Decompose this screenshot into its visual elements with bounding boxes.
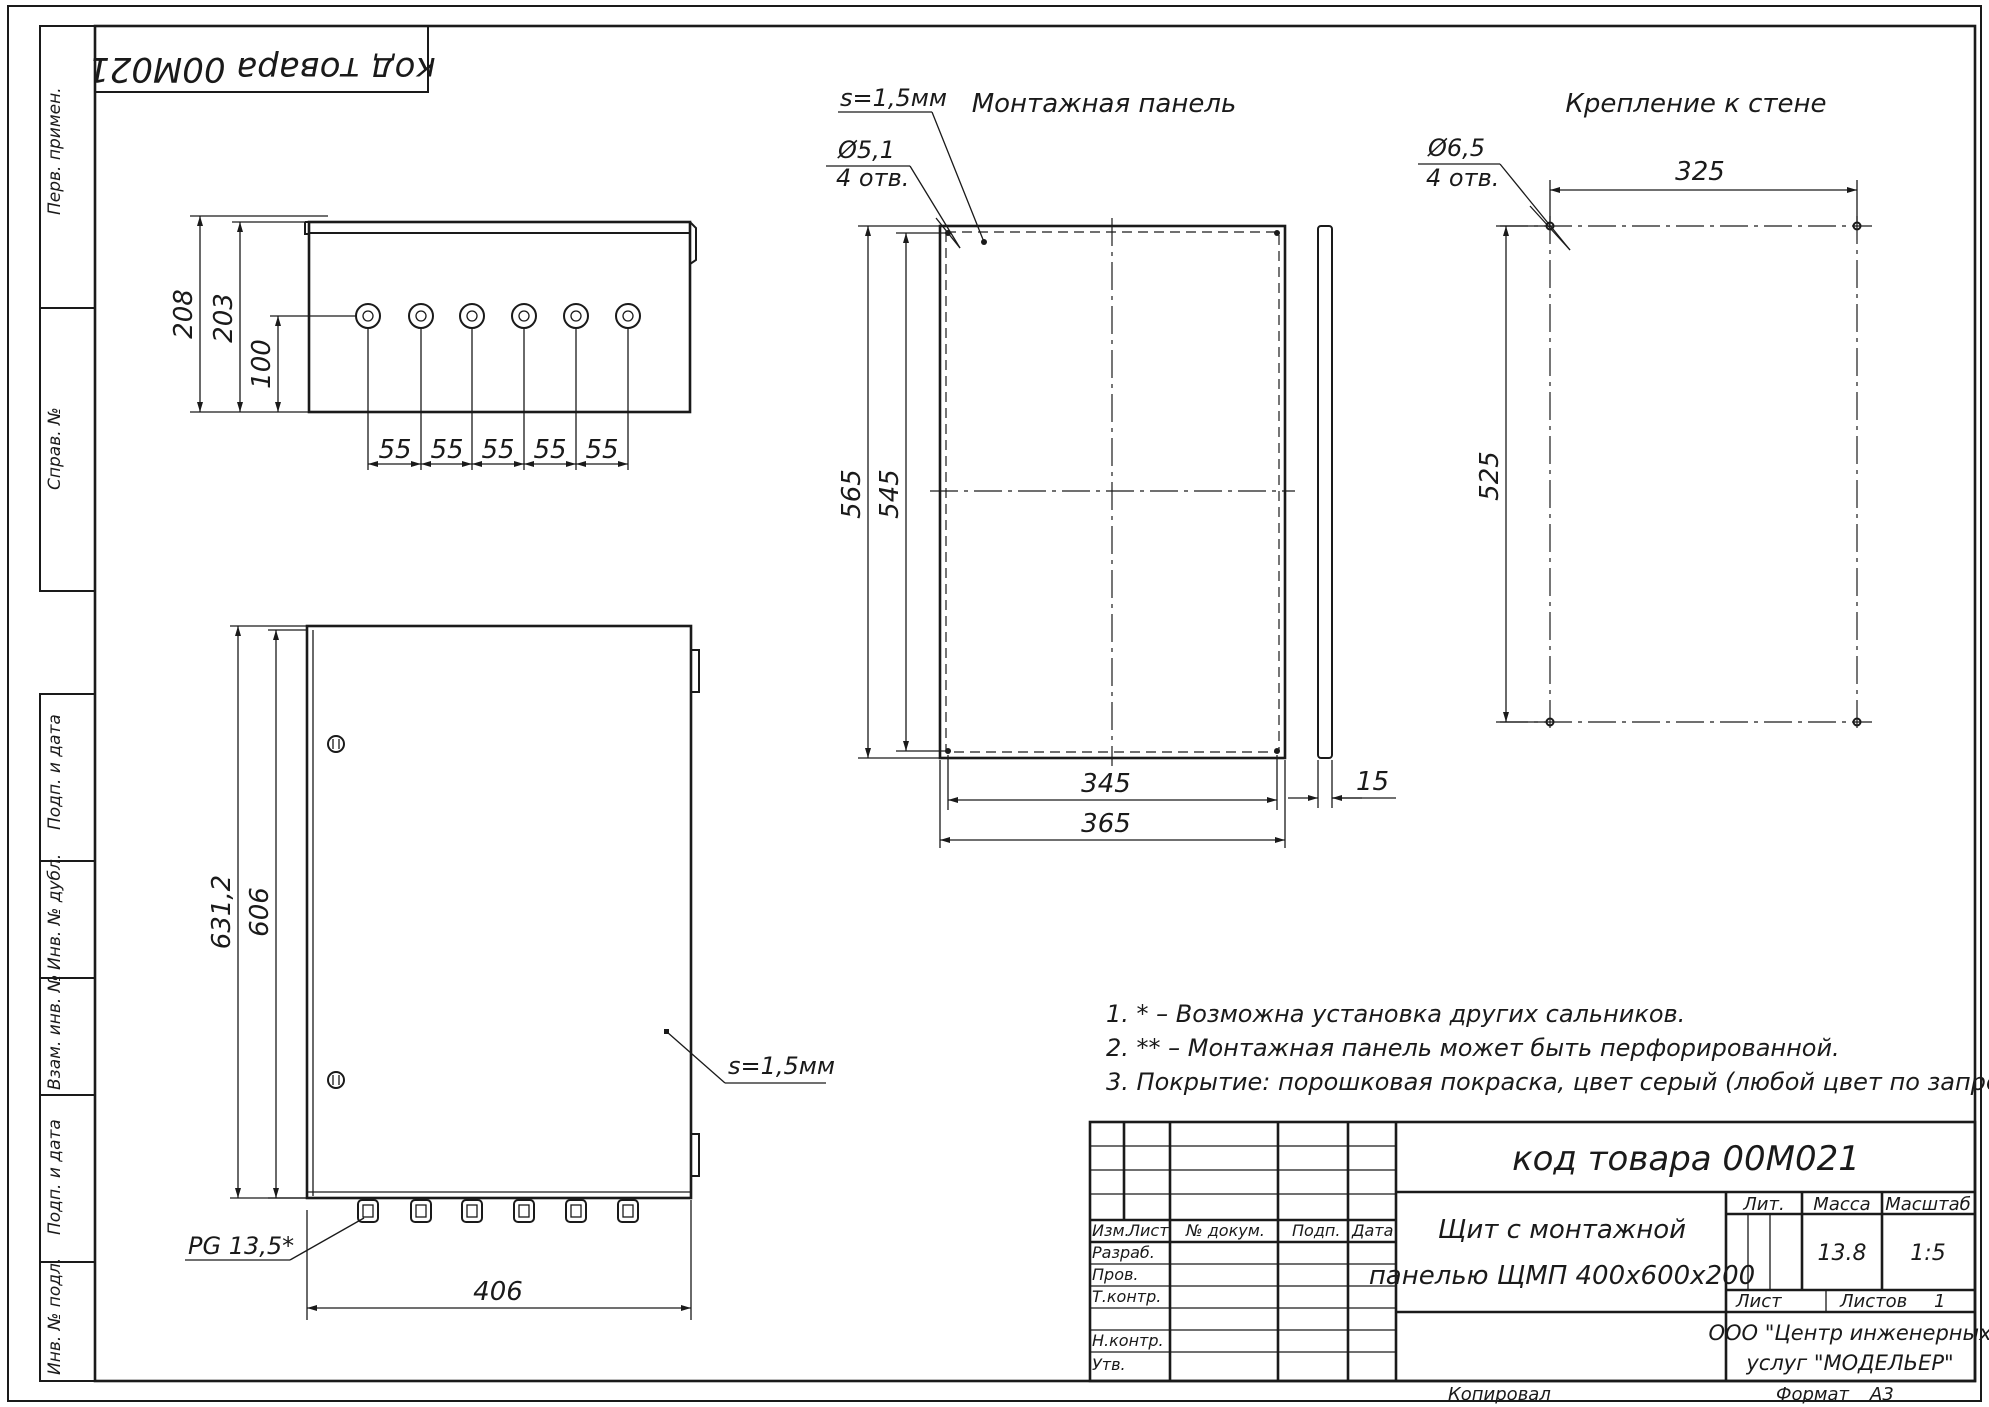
role-tkontr: Т.контр. bbox=[1092, 1287, 1161, 1306]
side-label-perv: Перв. примен. bbox=[45, 87, 65, 215]
side-label-inv-podl: Инв. № подл. bbox=[45, 1258, 65, 1375]
col-data: Дата bbox=[1351, 1221, 1393, 1240]
dim-pitch-5: 55 bbox=[585, 435, 618, 465]
note-1: 1. * – Возможна установка других сальник… bbox=[1106, 1000, 1685, 1028]
wall-mount-hole-count: 4 отв. bbox=[1426, 164, 1499, 192]
technical-notes: 1. * – Возможна установка других сальник… bbox=[1106, 1000, 1989, 1096]
dim-606: 606 bbox=[245, 887, 275, 937]
org-line-2: услуг "МОДЕЛЬЕР" bbox=[1745, 1351, 1953, 1375]
mass-value: 13.8 bbox=[1818, 1241, 1867, 1266]
dim-325: 325 bbox=[1675, 157, 1725, 187]
mount-panel-view bbox=[826, 111, 1396, 848]
mount-panel-hole-count: 4 отв. bbox=[836, 164, 909, 192]
mount-panel-thickness: s=1,5мм bbox=[840, 84, 947, 112]
sheet-label: Лист bbox=[1735, 1291, 1782, 1312]
col-list: Лист bbox=[1127, 1221, 1169, 1240]
dim-pitch-3: 55 bbox=[481, 435, 514, 465]
side-strip-labels: Перв. примен. Справ. № Подп. и дата Инв.… bbox=[45, 87, 65, 1375]
sheet-frame bbox=[7, 5, 1982, 1402]
note-2: 2. ** – Монтажная панель может быть перф… bbox=[1106, 1034, 1840, 1062]
col-izm: Изм. bbox=[1092, 1221, 1130, 1240]
title-block bbox=[1088, 1120, 1977, 1383]
dim-203: 203 bbox=[209, 293, 239, 343]
dim-pitch-4: 55 bbox=[533, 435, 566, 465]
dim-406: 406 bbox=[473, 1277, 523, 1307]
dim-631: 631,2 bbox=[207, 875, 237, 949]
side-label-podp1: Подп. и дата bbox=[45, 714, 65, 830]
role-razrab: Разраб. bbox=[1092, 1243, 1155, 1262]
title-block-name-1: Щит с монтажной bbox=[1438, 1215, 1686, 1245]
scale-value: 1:5 bbox=[1910, 1241, 1945, 1266]
mount-panel-title: Монтажная панель bbox=[972, 89, 1237, 119]
dim-pitch-1: 55 bbox=[378, 435, 411, 465]
dim-365: 365 bbox=[1081, 809, 1131, 839]
mount-panel-hole-dia: Ø5,1 bbox=[837, 136, 895, 164]
col-podp: Подп. bbox=[1292, 1221, 1340, 1240]
front-view-glands bbox=[357, 1199, 639, 1223]
sheets-label: Листов bbox=[1839, 1291, 1907, 1312]
col-doc: № докум. bbox=[1185, 1221, 1265, 1240]
dim-345: 345 bbox=[1081, 769, 1131, 799]
dim-100: 100 bbox=[247, 339, 277, 389]
role-prov: Пров. bbox=[1092, 1265, 1139, 1284]
top-stamp-code: код товара 00М021 bbox=[88, 49, 436, 89]
wall-mount-hole-dia: Ø6,5 bbox=[1427, 134, 1485, 162]
scale-label: Масштаб bbox=[1885, 1194, 1971, 1215]
side-label-podp2: Подп. и дата bbox=[45, 1119, 65, 1235]
front-thickness-label: s=1,5мм bbox=[728, 1052, 835, 1080]
dim-565: 565 bbox=[837, 469, 867, 519]
role-nkontr: Н.контр. bbox=[1092, 1331, 1164, 1350]
wall-mount-title: Крепление к стене bbox=[1565, 89, 1826, 119]
wall-mount-view bbox=[1418, 163, 1872, 732]
dim-pitch-2: 55 bbox=[430, 435, 463, 465]
role-utv: Утв. bbox=[1092, 1355, 1126, 1374]
format-value: А3 bbox=[1869, 1384, 1894, 1405]
dim-208: 208 bbox=[169, 289, 199, 339]
side-label-inv-dubl: Инв. № дубл. bbox=[45, 854, 65, 970]
front-view bbox=[185, 624, 826, 1320]
mass-label: Масса bbox=[1813, 1194, 1870, 1215]
org-line-1: ООО "Центр инженерных bbox=[1708, 1321, 1989, 1345]
format-label: Формат bbox=[1776, 1384, 1850, 1405]
side-label-sprav: Справ. № bbox=[45, 407, 65, 490]
side-view bbox=[190, 215, 697, 470]
gland-label: PG 13,5* bbox=[188, 1232, 294, 1260]
title-block-name-2: панелью ЩМП 400х600х200 bbox=[1369, 1261, 1755, 1291]
side-label-vzam: Взам. инв. № bbox=[45, 975, 65, 1090]
dim-525: 525 bbox=[1475, 451, 1505, 501]
dim-15: 15 bbox=[1356, 767, 1389, 797]
copied-label: Копировал bbox=[1448, 1384, 1551, 1405]
title-block-code: код товара 00М021 bbox=[1512, 1139, 1860, 1179]
dim-545: 545 bbox=[875, 469, 905, 519]
lit-label: Лит. bbox=[1742, 1194, 1784, 1215]
side-view-glands bbox=[355, 303, 641, 329]
sheets-value: 1 bbox=[1934, 1291, 1945, 1312]
note-3: 3. Покрытие: порошковая покраска, цвет с… bbox=[1106, 1068, 1989, 1096]
